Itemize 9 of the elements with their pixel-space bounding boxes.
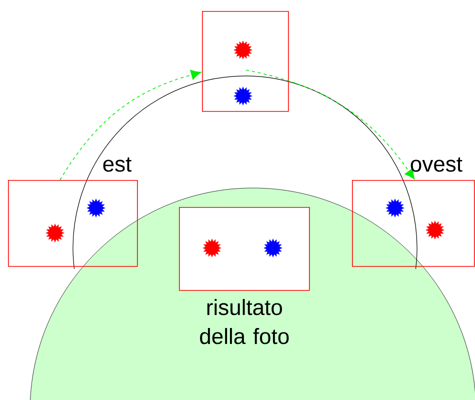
photo-frame xyxy=(202,11,289,112)
photo-frame xyxy=(352,180,475,267)
label: risultato della foto xyxy=(200,299,289,344)
photo-frame xyxy=(179,207,310,291)
arrow xyxy=(246,70,415,180)
arrow xyxy=(60,70,202,180)
label: est xyxy=(103,157,132,172)
label: ovest xyxy=(410,157,462,172)
photo-frame xyxy=(8,180,138,267)
